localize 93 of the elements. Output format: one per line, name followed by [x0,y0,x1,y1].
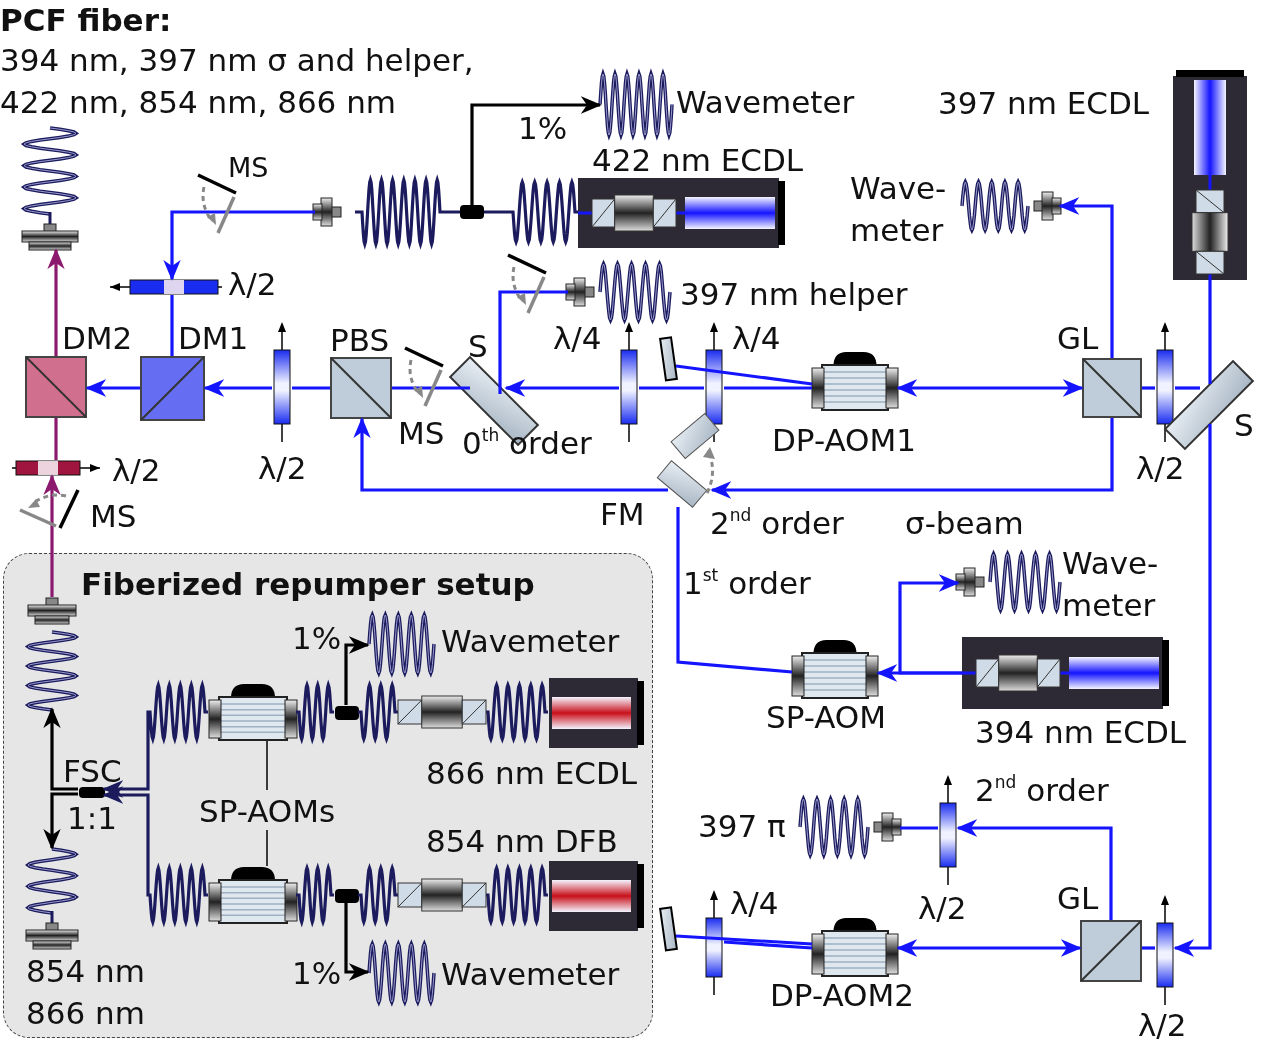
annotation-label: 2$^{nd}$ order [975,771,1109,810]
component-label: S [1234,406,1254,445]
component-label: DM1 [178,319,249,358]
beam-path [85,379,140,397]
component-label: PBS [330,321,390,360]
component-label: 397 nm ECDL [938,84,1150,123]
callout-label: SP-AOMs [199,792,336,831]
optical-fiber [344,636,370,705]
beam-path [43,474,61,597]
beam-path [353,417,668,492]
annotation-label: 1% [518,109,568,148]
leader-line [266,829,268,867]
component-label: FM [600,495,645,534]
component-label: λ/2 [258,449,307,488]
optical-fiber [484,177,580,247]
component-label: 397 π [698,807,786,846]
component-label: λ/2 [112,451,161,490]
annotation-label: 1% [292,954,342,993]
beam-path [203,379,272,397]
beam-path [896,939,1082,957]
component-label: Wavemeter [441,955,620,994]
annotation-label: 1% [292,619,342,658]
beam-path [1058,197,1114,358]
optical-fiber [43,707,78,791]
component-label: 866 nm ECDL [426,754,638,793]
component-label: DP-AOM1 [772,421,916,460]
beam-path [54,418,58,460]
component-label: Wave- meter [850,169,948,250]
component-label: λ/4 [732,319,781,358]
beam-path [724,386,812,390]
component-label: λ/2 [1136,449,1185,488]
component-label: GL [1057,879,1099,918]
beam-path [1142,946,1155,950]
component-label: 854 nm DFB [426,822,618,861]
beam-path [292,386,330,390]
component-label: λ/2 [228,265,277,304]
component-label: DM2 [62,319,133,358]
component-label: SP-AOM [766,698,886,737]
optical-fiber [43,792,78,850]
annotation-label: 0$^{th}$ order [462,424,592,463]
component-label: λ/2 [918,889,967,928]
optical-fiber [102,786,210,928]
beam-path [1142,386,1155,390]
annotation-label: MS [90,497,137,536]
optical-fiber [356,679,550,745]
optical-fiber [295,679,335,745]
component-label: GL [1057,319,1099,358]
annotation-label: 2$^{nd}$ order [710,504,844,543]
annotation-label: 1$^{st}$ order [683,564,811,603]
beam-path [392,386,470,390]
panel-title: Fiberized repumper setup [81,565,535,604]
component-label: λ/4 [730,884,779,923]
component-label: MS [228,151,269,185]
optical-fiber [354,174,460,250]
component-label: λ/4 [553,319,602,358]
beam-path [498,290,568,394]
beam-path [676,507,793,674]
beam-path [170,295,174,356]
beam-path [1208,280,1212,384]
split-ratio-label: 1:1 [67,799,117,838]
beam-path [47,248,65,356]
heading: PCF fiber: [0,1,172,40]
component-label: Wavemeter [441,622,620,661]
optical-fiber [295,862,335,928]
component-label: 854 nm 866 nm [26,952,146,1033]
component-label: S [468,327,488,366]
optical-fiber [470,96,602,205]
component-label: Wavemeter [676,83,855,122]
beam-path [723,940,813,950]
beam-path [639,386,704,390]
beam-path [163,210,315,281]
beam-path [504,379,619,397]
component-label: FSC [63,752,122,791]
beam-path [1175,386,1200,390]
component-label: Wave- meter [1062,544,1160,625]
beam-path [900,826,938,830]
optical-fiber [344,902,370,981]
optical-fiber [356,862,550,928]
component-label: 397 nm helper [680,275,908,314]
beam-path [956,819,1113,920]
beam-path [1173,424,1212,957]
beam-path [896,379,1084,397]
annotation-label: σ-beam [905,504,1024,543]
component-label: λ/2 [1138,1006,1187,1045]
component-label: 422 nm ECDL [592,141,804,180]
component-label: DP-AOM2 [770,976,914,1015]
beam-path [710,418,1114,499]
leader-line [266,740,268,791]
setup-panel [3,553,653,1038]
annotation-label: MS [398,414,445,453]
component-label: 394 nm ECDL [975,713,1187,752]
beam-path [898,574,962,675]
description: 394 nm, 397 nm σ and helper, 422 nm, 854 nm, 866 nm [0,41,475,122]
